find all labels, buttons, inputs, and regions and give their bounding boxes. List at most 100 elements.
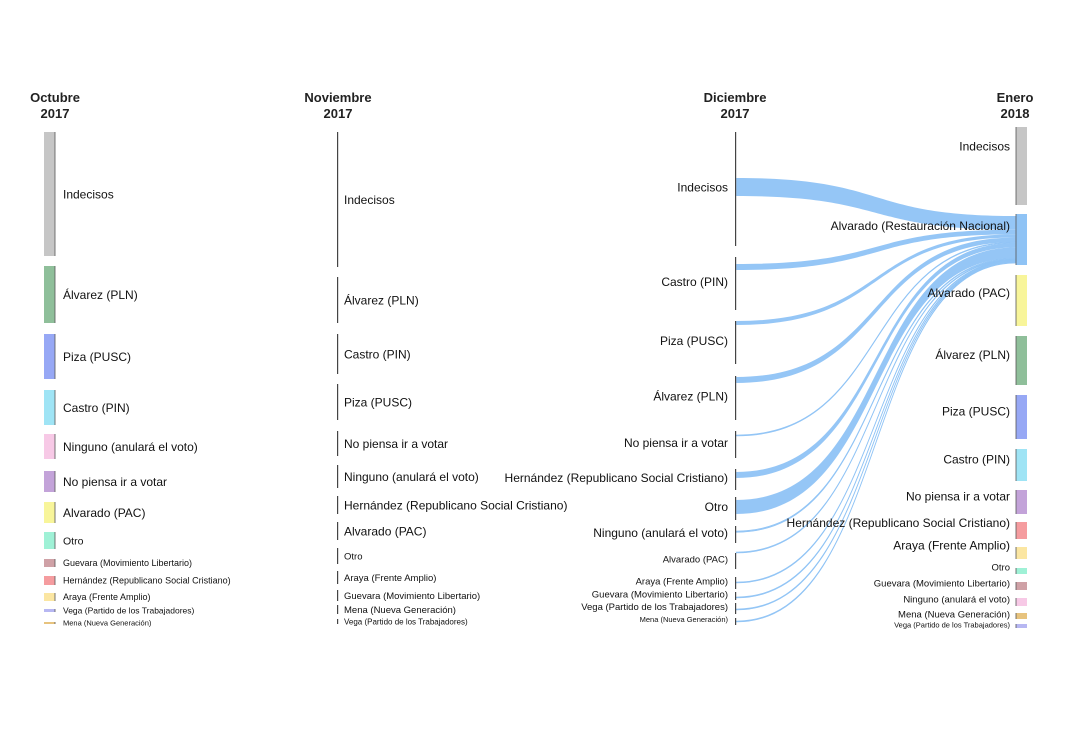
node-octubre-alvarez-pln: Álvarez (PLN): [44, 266, 138, 323]
node-label: Alvarado (PAC): [344, 524, 426, 538]
node-label: Castro (PIN): [63, 401, 130, 415]
node-octubre-otro: Otro: [44, 532, 84, 549]
node-label: Alvarado (Restauración Nacional): [831, 219, 1010, 233]
node-enero-no-piensa-ir-a-votar: No piensa ir a votar: [906, 489, 1027, 514]
node-octubre-mena-nueva-generacion: Mena (Nueva Generación): [44, 619, 152, 628]
node-bar: [337, 384, 339, 420]
node-bar: [735, 321, 737, 364]
node-bar: [337, 522, 339, 540]
node-enero-indecisos: Indecisos: [959, 127, 1027, 205]
column-year: 2017: [324, 106, 353, 121]
node-bar: [337, 431, 339, 456]
node-bar: [44, 132, 55, 256]
node-label: Castro (PIN): [943, 452, 1010, 466]
node-label: No piensa ir a votar: [63, 475, 167, 489]
node-label: Álvarez (PLN): [935, 347, 1010, 362]
flow-otro-to-alvarado-restauracion-nacional: [736, 247, 1016, 515]
node-bar: [44, 434, 55, 459]
node-label: Otro: [63, 535, 84, 547]
node-bar: [735, 526, 737, 543]
node-octubre-alvarado-pac: Alvarado (PAC): [44, 502, 145, 523]
node-bar: [735, 376, 737, 420]
node-label: Indecisos: [959, 139, 1010, 153]
node-label: Indecisos: [63, 187, 114, 201]
node-label: Ninguno (anulará el voto): [903, 594, 1010, 605]
node-enero-otro: Otro: [992, 562, 1027, 574]
node-noviembre-indecisos: Indecisos: [337, 132, 395, 267]
node-bar: [44, 532, 55, 549]
node-noviembre-ninguno-anulara-el-voto: Ninguno (anulará el voto): [337, 465, 479, 488]
column-year: 2017: [721, 106, 750, 121]
node-bar: [735, 603, 737, 614]
node-noviembre-mena-nueva-generacion: Mena (Nueva Generación): [337, 605, 456, 616]
node-label: Álvarez (PLN): [63, 287, 138, 302]
node-enero-hernandez-republicano-social-cristiano: Hernández (Republicano Social Cristiano): [787, 516, 1027, 539]
column-month: Enero: [997, 90, 1034, 105]
node-enero-piza-pusc: Piza (PUSC): [942, 395, 1027, 439]
node-bar: [735, 257, 737, 310]
node-bar: [1016, 214, 1027, 265]
node-label: Mena (Nueva Generación): [63, 619, 152, 628]
node-label: Vega (Partido de los Trabajadores): [894, 621, 1010, 630]
node-label: No piensa ir a votar: [906, 489, 1010, 503]
column-year: 2017: [41, 106, 70, 121]
node-label: Guevara (Movimiento Libertario): [63, 558, 192, 568]
node-bar: [44, 576, 55, 585]
node-enero-alvarez-pln: Álvarez (PLN): [935, 336, 1027, 385]
node-label: Otro: [344, 551, 362, 562]
node-label: Araya (Frente Amplio): [636, 576, 728, 587]
flow-alvarez-pln-to-alvarado-restauracion-nacional: [736, 237, 1016, 383]
node-noviembre-vega-partido-de-los-trabajadores: Vega (Partido de los Trabajadores): [337, 617, 468, 626]
node-noviembre-alvarado-pac: Alvarado (PAC): [337, 522, 426, 540]
node-octubre-guevara-movimiento-libertario: Guevara (Movimiento Libertario): [44, 558, 192, 568]
node-bar: [1016, 127, 1027, 205]
node-enero-alvarado-restauracion-nacional: Alvarado (Restauración Nacional): [831, 214, 1027, 265]
node-bar: [337, 548, 339, 564]
node-diciembre-guevara-movimiento-libertario: Guevara (Movimiento Libertario): [592, 589, 737, 600]
node-bar: [44, 593, 55, 601]
node-enero-mena-nueva-generacion: Mena (Nueva Generación): [898, 609, 1027, 620]
node-bar: [337, 496, 339, 514]
node-label: Guevara (Movimiento Libertario): [874, 578, 1010, 589]
node-octubre-hernandez-republicano-social-cristiano: Hernández (Republicano Social Cristiano): [44, 576, 231, 586]
node-label: Araya (Frente Amplio): [344, 573, 436, 584]
node-label: Ninguno (anulará el voto): [63, 440, 198, 454]
node-label: Ninguno (anulará el voto): [593, 526, 728, 540]
node-bar: [44, 266, 55, 323]
node-label: Vega (Partido de los Trabajadores): [344, 617, 468, 626]
node-octubre-vega-partido-de-los-trabajadores: Vega (Partido de los Trabajadores): [44, 606, 195, 616]
node-label: Castro (PIN): [344, 347, 411, 361]
node-noviembre-castro-pin: Castro (PIN): [337, 334, 411, 374]
node-octubre-indecisos: Indecisos: [44, 132, 114, 256]
node-label: Hernández (Republicano Social Cristiano): [787, 516, 1010, 530]
node-diciembre-indecisos: Indecisos: [677, 132, 737, 246]
node-bar: [1016, 547, 1027, 559]
node-bar: [337, 277, 339, 323]
node-label: Guevara (Movimiento Libertario): [592, 589, 728, 600]
node-octubre-piza-pusc: Piza (PUSC): [44, 334, 131, 379]
node-bar: [735, 592, 737, 600]
node-bar: [44, 471, 55, 492]
node-label: No piensa ir a votar: [624, 436, 728, 450]
node-noviembre-araya-frente-amplio: Araya (Frente Amplio): [337, 571, 436, 584]
node-bar: [1016, 522, 1027, 539]
node-label: Mena (Nueva Generación): [898, 609, 1010, 620]
node-label: Hernández (Republicano Social Cristiano): [505, 471, 728, 485]
node-label: Vega (Partido de los Trabajadores): [581, 602, 728, 613]
node-label: Álvarez (PLN): [344, 292, 419, 307]
node-bar: [337, 619, 339, 624]
node-bar: [1016, 449, 1027, 481]
node-enero-vega-partido-de-los-trabajadores: Vega (Partido de los Trabajadores): [894, 621, 1027, 630]
node-bar: [735, 553, 737, 569]
node-noviembre-guevara-movimiento-libertario: Guevara (Movimiento Libertario): [337, 590, 480, 602]
node-diciembre-no-piensa-ir-a-votar: No piensa ir a votar: [624, 431, 737, 458]
node-octubre-araya-frente-amplio: Araya (Frente Amplio): [44, 592, 151, 602]
node-enero-araya-frente-amplio: Araya (Frente Amplio): [893, 538, 1027, 559]
node-label: Vega (Partido de los Trabajadores): [63, 606, 195, 616]
node-bar: [337, 132, 339, 267]
node-label: Guevara (Movimiento Libertario): [344, 591, 480, 602]
node-noviembre-piza-pusc: Piza (PUSC): [337, 384, 412, 420]
node-bar: [1016, 568, 1027, 574]
